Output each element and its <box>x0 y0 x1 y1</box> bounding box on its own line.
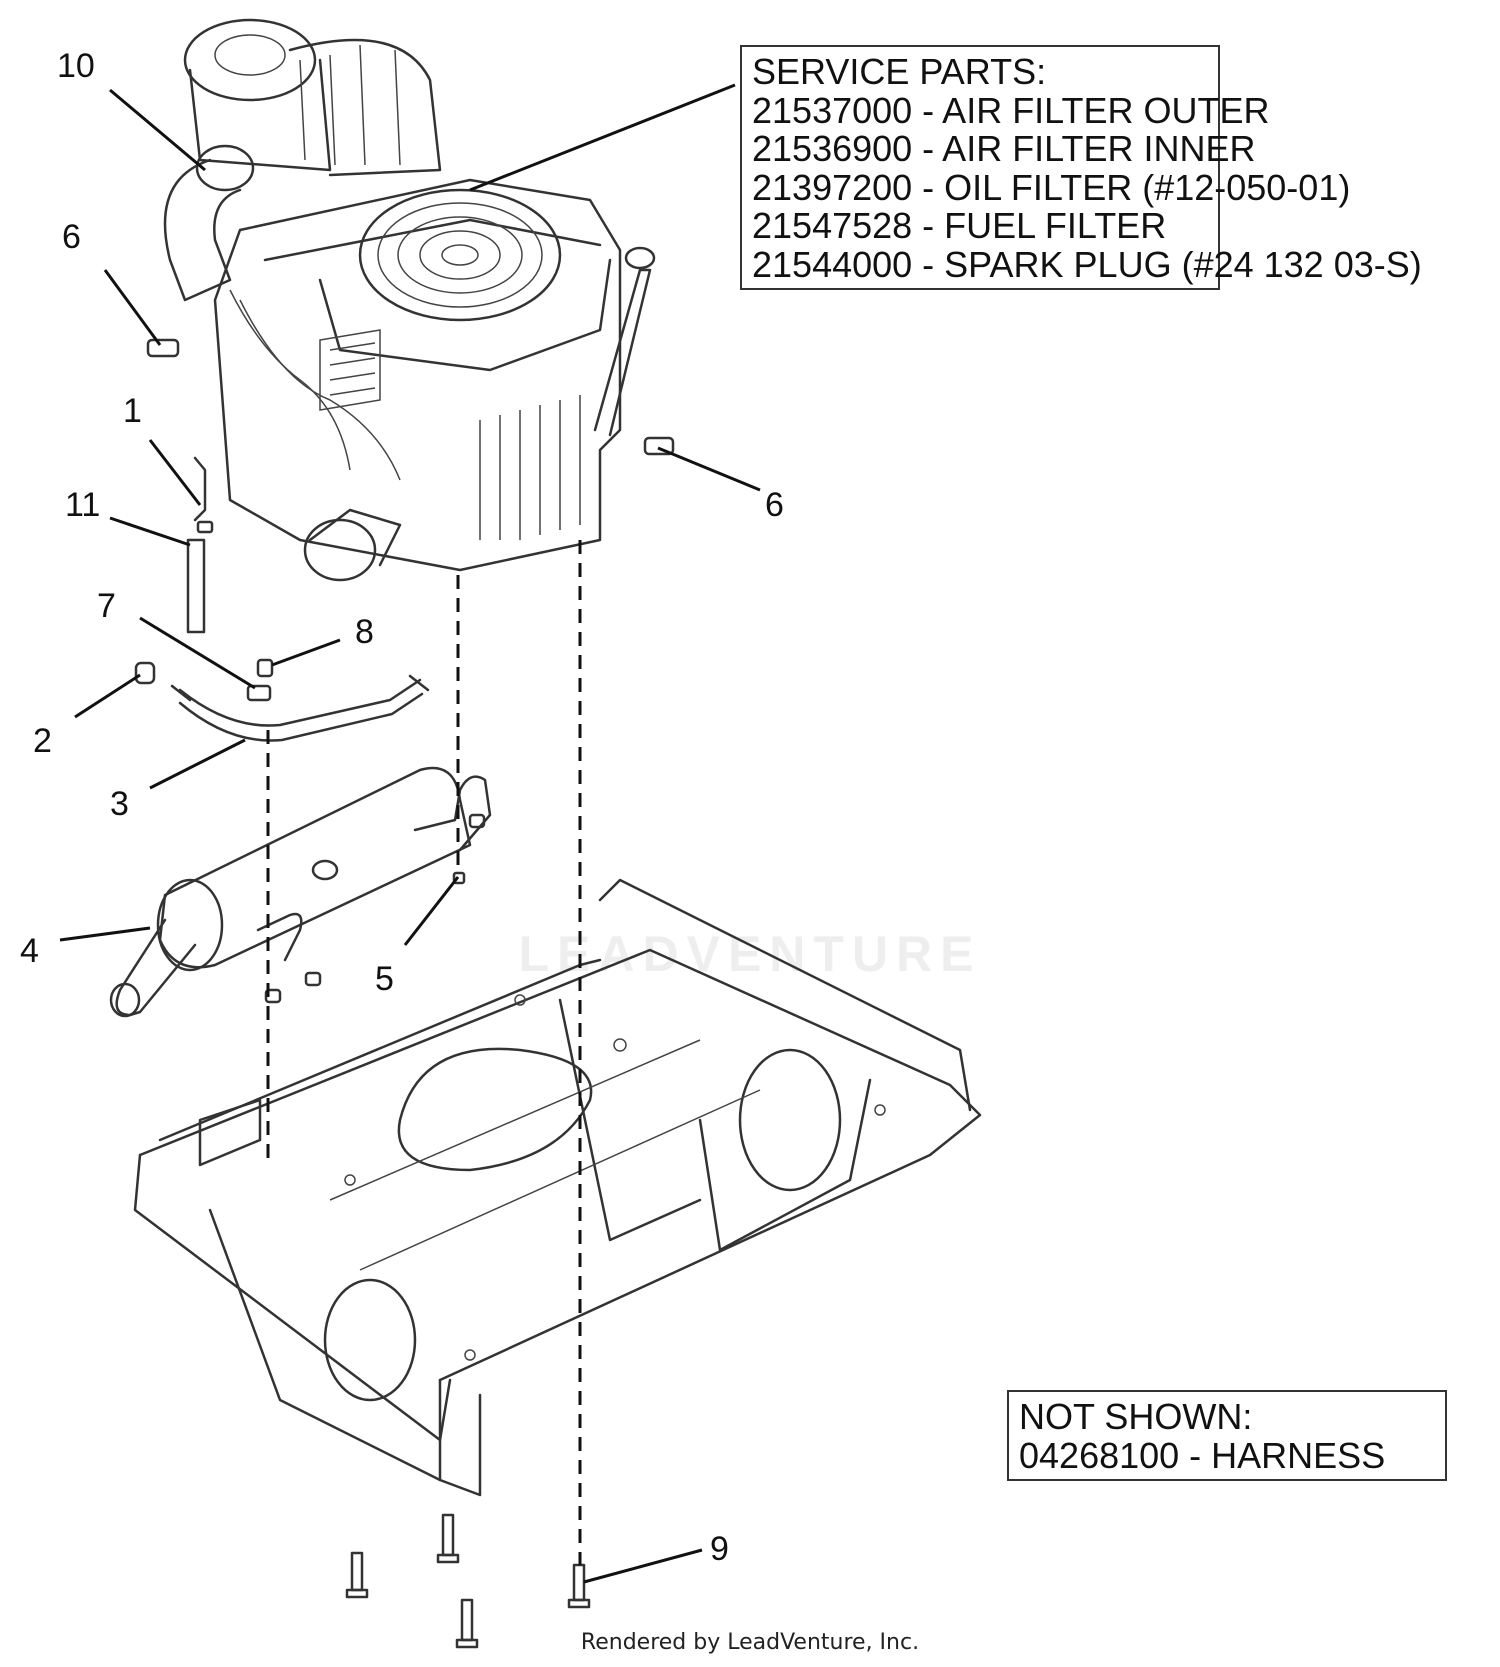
frame-assembly <box>133 878 982 1497</box>
callout-6-right: 6 <box>765 486 784 524</box>
callout-7: 7 <box>97 587 116 625</box>
service-parts-title: SERVICE PARTS: <box>752 51 1047 92</box>
leader-lines <box>59 83 761 1584</box>
engine-assembly <box>163 18 656 582</box>
callout-1: 1 <box>123 392 142 430</box>
callout-10: 10 <box>57 47 95 85</box>
service-part-line: 21397200 - OIL FILTER (#12-050-01) <box>752 166 1351 208</box>
callout-6-left: 6 <box>62 218 81 256</box>
service-part-line: 21544000 - SPARK PLUG (#24 132 03-S) <box>752 243 1422 285</box>
service-parts-box: SERVICE PARTS: 21537000 - AIR FILTER OUT… <box>740 45 1422 290</box>
service-part-line: 21537000 - AIR FILTER OUTER <box>752 89 1270 131</box>
callout-8: 8 <box>355 613 374 651</box>
callout-2: 2 <box>33 722 52 760</box>
not-shown-title: NOT SHOWN: <box>1019 1396 1253 1437</box>
muffler-assembly <box>109 766 492 1018</box>
footer-credit: Rendered by LeadVenture, Inc. <box>580 1630 920 1655</box>
service-part-line: 21547528 - FUEL FILTER <box>752 205 1167 246</box>
callout-9: 9 <box>710 1530 729 1568</box>
service-part-line: 21536900 - AIR FILTER INNER <box>752 128 1256 169</box>
bolts <box>345 1513 591 1649</box>
clamp-right <box>643 436 675 456</box>
callout-5: 5 <box>375 960 394 998</box>
clamp-left <box>146 338 180 358</box>
callout-3: 3 <box>110 785 129 823</box>
fuel-line-parts <box>134 456 430 742</box>
callout-4: 4 <box>20 932 39 970</box>
callout-11: 11 <box>65 486 100 524</box>
not-shown-line: 04268100 - HARNESS <box>1019 1434 1386 1476</box>
not-shown-box: NOT SHOWN: 04268100 - HARNESS <box>1007 1390 1447 1481</box>
